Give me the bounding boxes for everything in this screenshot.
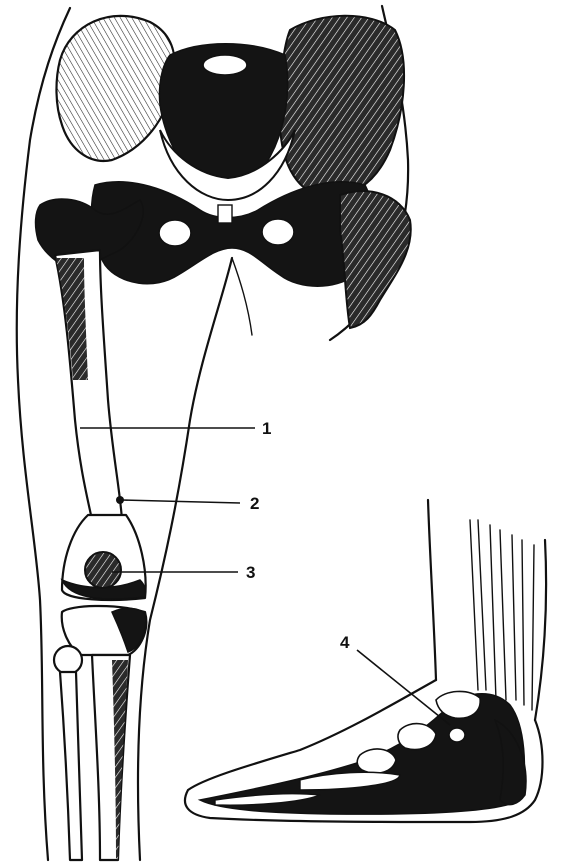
lower-leg-bones [54,606,146,860]
callout-label-4: 4 [340,633,350,652]
right-iliac-wing [280,16,404,196]
callout-label-3: 3 [246,563,255,582]
femoral-shaft-shadow [56,258,88,380]
right-femur-head [340,191,411,328]
marker-2 [116,496,124,504]
right-obturator-foramen [262,219,294,245]
left-obturator-foramen [159,220,191,246]
foot [185,500,546,822]
fibular-head [54,646,82,674]
fibula-shaft [60,672,82,860]
pelvis [56,16,410,328]
callout-label-1: 1 [262,419,271,438]
callout-label-2: 2 [250,494,259,513]
left-iliac-wing [56,16,174,161]
leader-2 [122,500,240,503]
malleolus-marker [449,728,465,742]
callout-labels: 1 2 3 4 [246,419,350,652]
patella [85,552,121,588]
